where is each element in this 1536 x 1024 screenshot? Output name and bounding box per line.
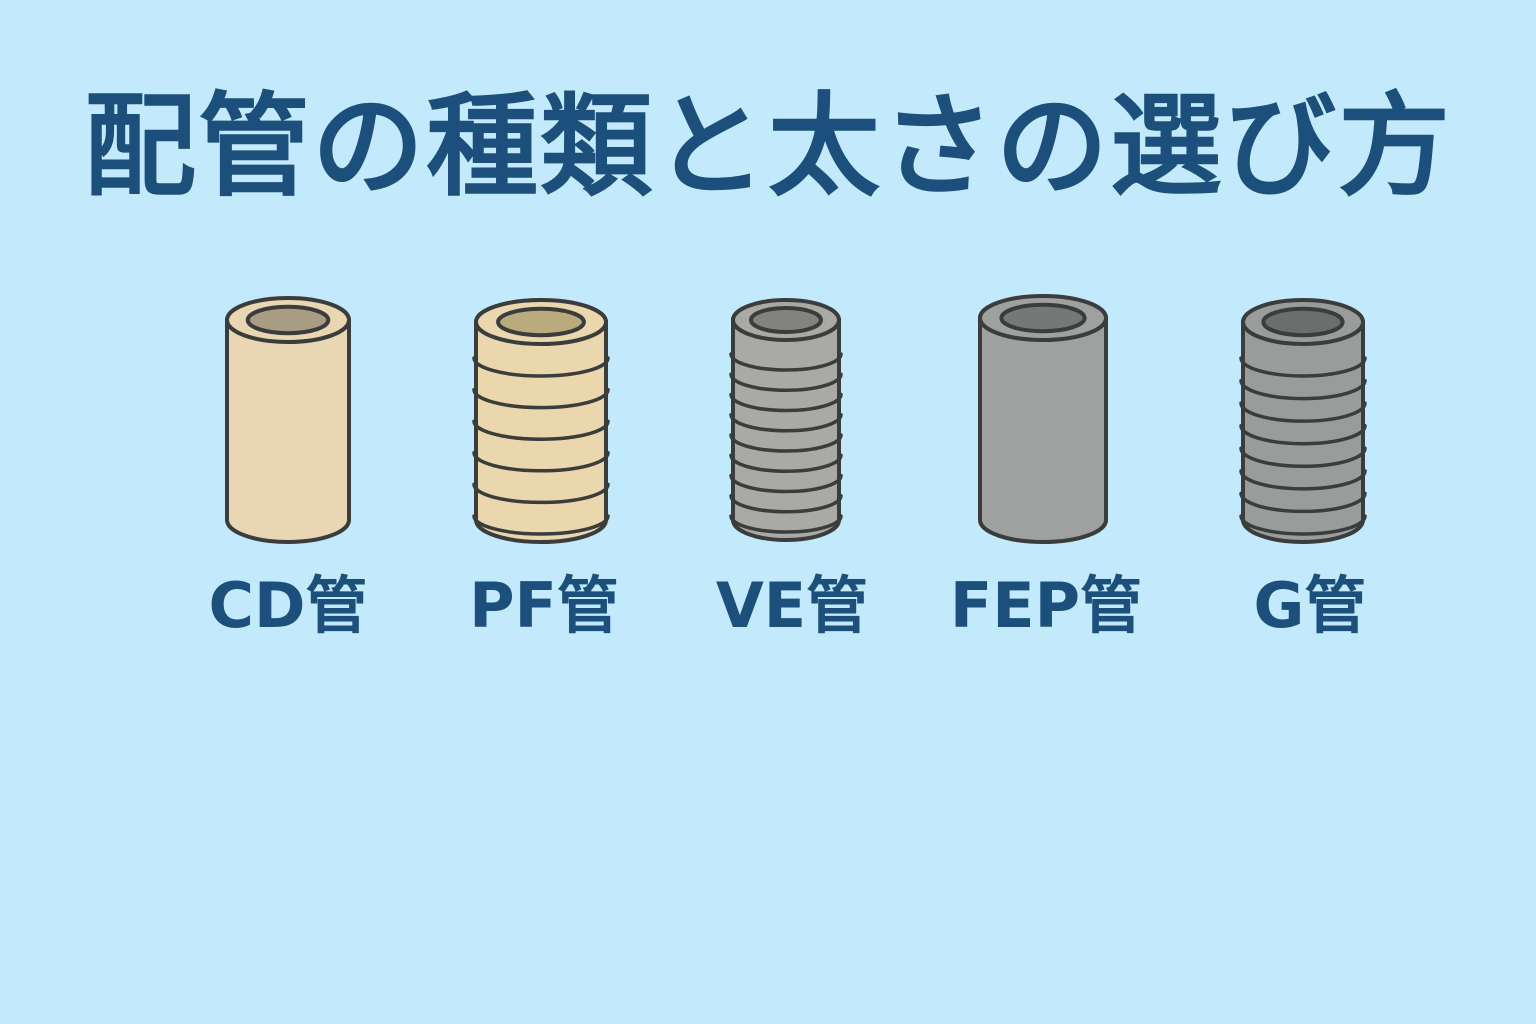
pipe-opening [999,302,1087,334]
pipe-rib [1239,469,1367,491]
pipe-rib [729,494,843,514]
g-pipe-icon [1239,298,1367,544]
pipe-rib [729,453,843,473]
pf-pipe-icon [472,298,610,544]
pipe-body [225,318,351,544]
pipe-rib [729,413,843,433]
pipe-rib [472,514,610,536]
cd-pipe-icon [225,296,351,544]
pipe-body [978,316,1108,544]
pipe-rib [472,419,610,441]
label-ve-pipe: VE管 [715,569,869,642]
pipe-rib [729,433,843,453]
pipe-rib [1239,491,1367,514]
pipe-rib [729,352,843,372]
pipe-body [1241,320,1365,544]
pipe-rib [1239,356,1367,378]
label-g-pipe: G管 [1253,569,1367,642]
page-title: 配管の種類と太さの選び方 [84,82,1452,212]
pipe-rib [729,392,843,413]
pipe-rib [729,473,843,494]
pipe-opening [496,306,586,338]
pipe-rib [729,372,843,392]
label-pf-pipe: PF管 [469,569,619,642]
pipe-opening [749,306,823,334]
pipe-rib [472,482,610,505]
pipe-rib [472,451,610,473]
fep-pipe-icon [978,294,1108,544]
ve-pipe-icon [729,298,843,542]
label-fep-pipe: FEP管 [949,569,1143,642]
pipe-body [474,320,608,544]
pipe-rib [1239,514,1367,536]
pipe-opening [245,304,331,336]
pipe-rib [1239,378,1367,401]
pipe-rib [472,356,610,378]
pipe-rib [1239,446,1367,469]
pipe-rib [1239,401,1367,423]
pipe-rib [472,387,610,410]
pipe-opening [1261,306,1345,338]
label-cd-pipe: CD管 [208,569,368,642]
pipe-rib [1239,423,1367,446]
pipe-rib [729,514,843,534]
